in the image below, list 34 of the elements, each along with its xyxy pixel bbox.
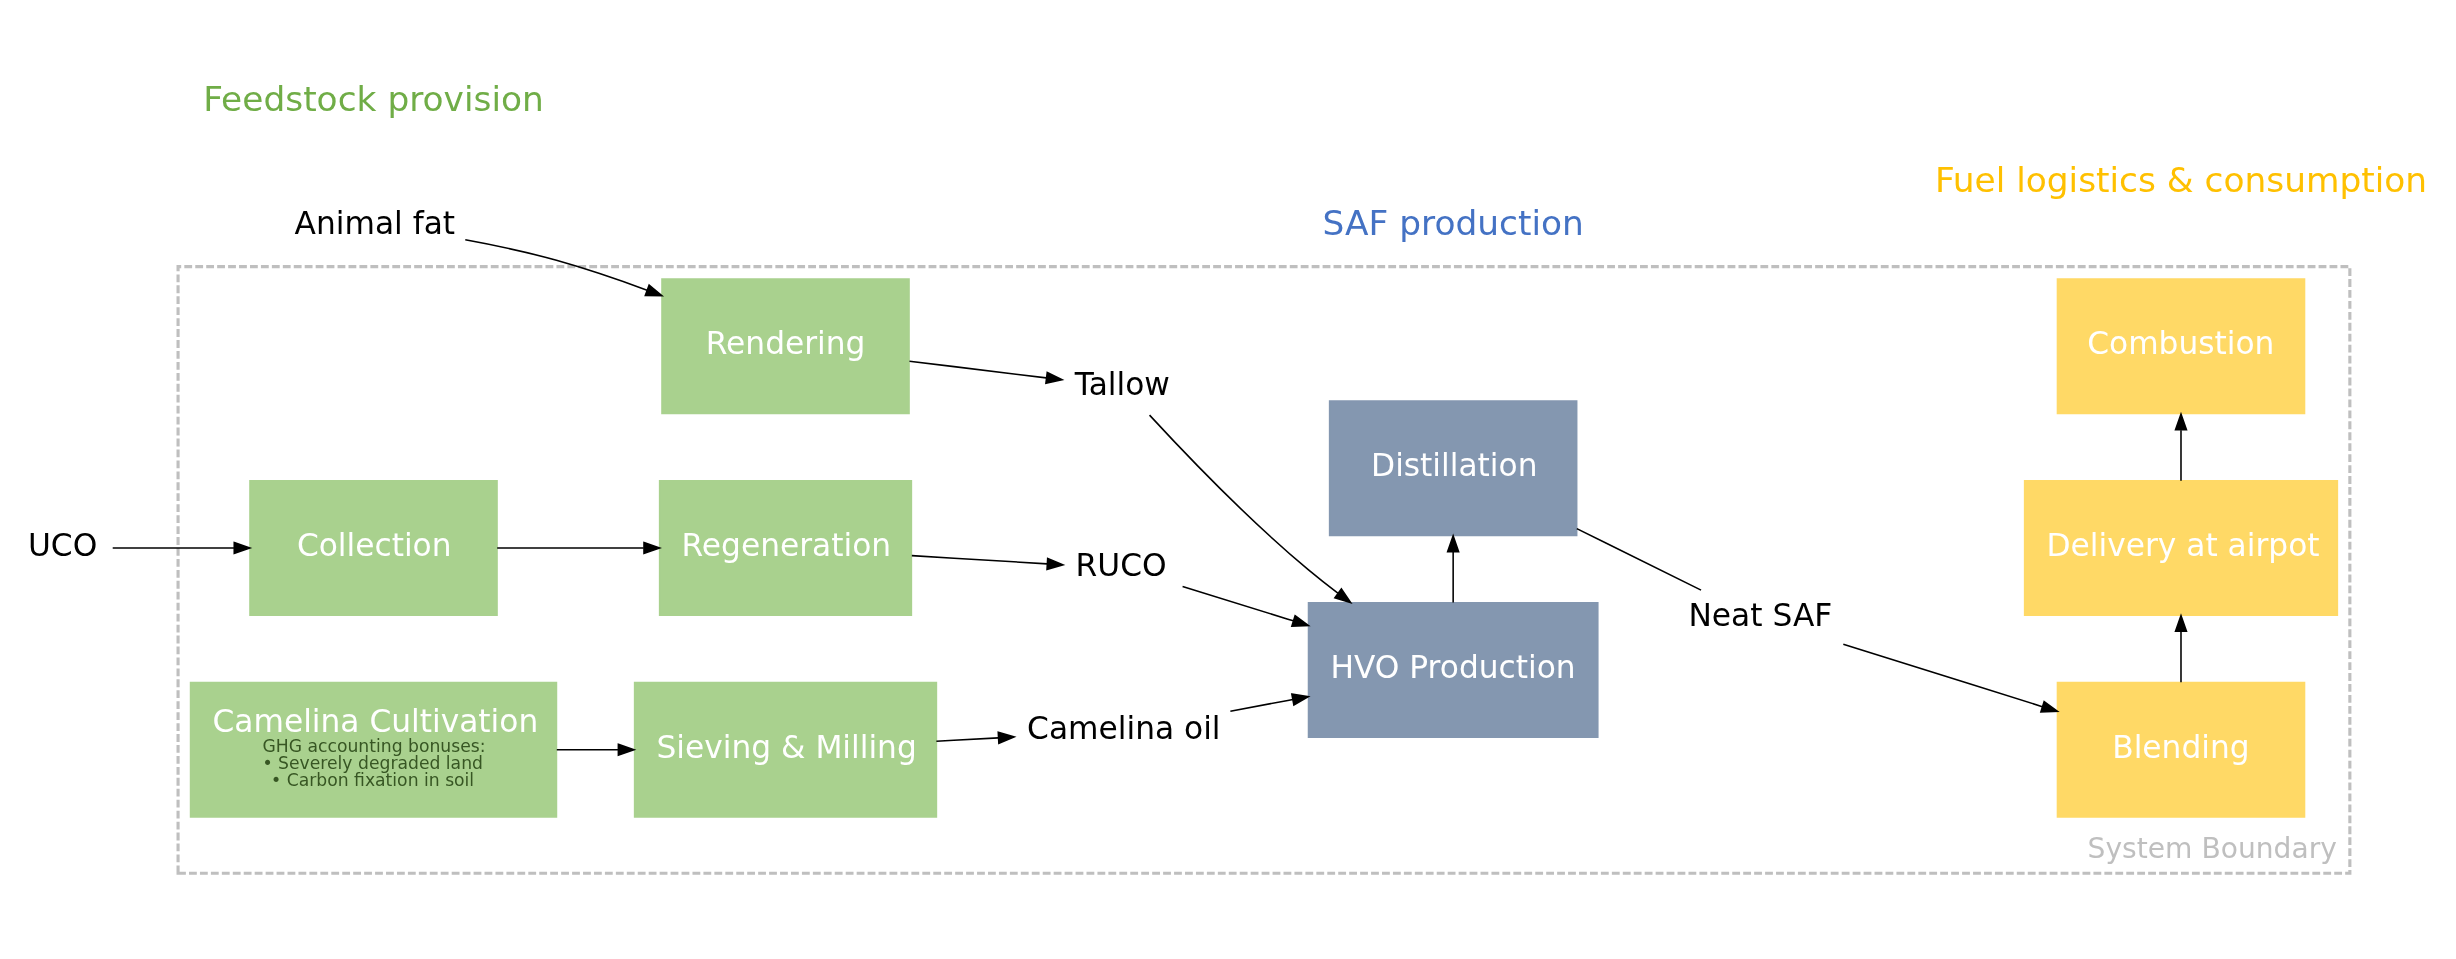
node-box: Collection <box>249 479 498 616</box>
arrow <box>464 238 665 297</box>
arrow <box>1842 642 2060 713</box>
arrow <box>496 540 662 555</box>
arrow <box>1446 533 1460 603</box>
connector <box>1576 527 1702 591</box>
label: Feedstock provision <box>203 78 544 119</box>
arrow <box>1181 585 1311 627</box>
node-box: Combustion <box>2056 277 2306 414</box>
node-text: Animal fat <box>294 204 456 241</box>
arrow <box>2174 612 2188 683</box>
arrow <box>911 554 1066 570</box>
node-box: Blending <box>2056 681 2306 818</box>
node-box: Distillation <box>1328 399 1578 536</box>
node-box: Rendering <box>661 277 910 414</box>
node-text: RUCO <box>1075 546 1167 583</box>
arrow <box>935 730 1017 744</box>
arrow <box>111 540 253 555</box>
label: SAF production <box>1322 202 1584 243</box>
node-text: UCO <box>27 526 98 563</box>
node-box: HVO Production <box>1307 601 1599 738</box>
arrow <box>908 359 1065 384</box>
node-text: Tallow <box>1074 365 1170 402</box>
node-box: Camelina Cultivation GHG accounting bonuses: • Severely degraded land • Carbon fixation in soil <box>189 681 558 818</box>
node-box: Regeneration <box>658 479 913 616</box>
node-text: Camelina oil <box>1027 709 1221 746</box>
arrow <box>556 742 637 756</box>
arrow <box>2174 411 2188 481</box>
node-box: Sieving & Milling <box>633 681 938 818</box>
label: Fuel logistics & consumption <box>1934 159 2428 200</box>
arrow <box>1229 692 1311 712</box>
node-text: Neat SAF <box>1688 596 1833 633</box>
node-box: Delivery at airpot <box>2023 479 2339 616</box>
arrow <box>1148 413 1353 604</box>
